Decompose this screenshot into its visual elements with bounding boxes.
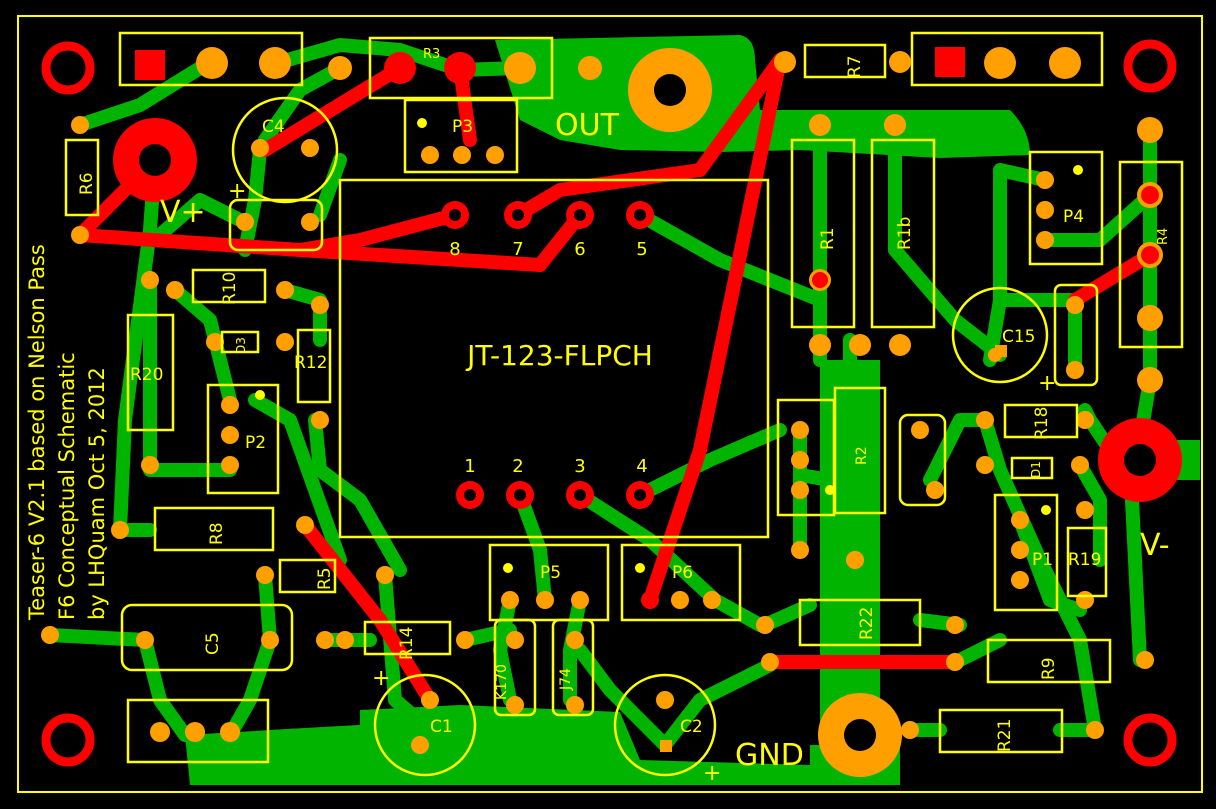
label-c5: C5 <box>203 632 223 655</box>
label-r9: R9 <box>1039 657 1059 680</box>
pin-label-7: 7 <box>512 239 523 260</box>
out-label: OUT <box>555 108 620 143</box>
label-r5: R5 <box>315 567 335 590</box>
label-c1: C1 <box>430 717 453 737</box>
pin-label-5: 5 <box>636 239 647 260</box>
gnd-label: GND <box>735 738 804 773</box>
label-j74: J74 <box>558 668 574 691</box>
label-r3: R3 <box>423 47 440 62</box>
svg-text:+: + <box>228 179 246 204</box>
svg-text:+: + <box>703 761 721 786</box>
label-r6: R6 <box>77 172 97 195</box>
silkscreen <box>64 43 1184 777</box>
polarity-marks: + + + + <box>228 179 1056 786</box>
ic-outline <box>338 178 770 539</box>
label-r10: R10 <box>220 272 240 305</box>
pad-red-small <box>391 59 1159 609</box>
small-pads <box>41 51 1163 754</box>
side-text-line-2: F6 Conceptual Schematic <box>55 352 79 620</box>
pin-label-8: 8 <box>449 239 460 260</box>
label-r12: R12 <box>294 353 327 373</box>
label-r19: R19 <box>1068 550 1101 570</box>
label-r1b: R1b <box>895 217 915 250</box>
vplus-label: V+ <box>160 195 206 230</box>
label-p1: P1 <box>1032 550 1053 570</box>
component-labels: R3 P3 C4 R6 R7 R1 R1b R4 P4 C15 R18 D1 R… <box>77 47 1171 752</box>
pin-label-6: 6 <box>574 239 585 260</box>
label-r18: R18 <box>1032 407 1052 440</box>
label-r21: R21 <box>995 719 1015 752</box>
label-r2: R2 <box>854 446 870 465</box>
label-r8: R8 <box>207 522 227 545</box>
side-text: Teaser-6 V2.1 based on Nelson Pass F6 Co… <box>25 244 109 621</box>
side-text-line-3: by LHQuam Oct 5, 2012 <box>85 367 109 620</box>
label-c2: C2 <box>680 717 703 737</box>
label-r7: R7 <box>845 55 865 78</box>
label-r1: R1 <box>818 227 838 250</box>
label-r4: R4 <box>1156 228 1171 245</box>
pin-label-2: 2 <box>512 456 523 477</box>
pin-label-4: 4 <box>636 456 647 477</box>
label-p2: P2 <box>245 433 266 453</box>
label-p6: P6 <box>672 563 693 583</box>
vminus-label: V- <box>1140 528 1170 563</box>
label-k170: K170 <box>494 664 510 700</box>
label-r22: R22 <box>857 607 877 640</box>
svg-text:+: + <box>1038 371 1056 396</box>
label-d3: D3 <box>234 337 248 354</box>
label-r14: R14 <box>397 627 417 660</box>
ic-label: JT-123-FLPCH <box>465 339 653 372</box>
net-labels: OUT GND V+ V- <box>160 108 1170 773</box>
pin-labels: 1 2 3 4 5 6 7 8 <box>449 239 647 477</box>
power-pads <box>113 48 1182 777</box>
label-p5: P5 <box>540 563 561 583</box>
label-p4: P4 <box>1063 207 1084 227</box>
pin-label-1: 1 <box>464 456 475 477</box>
ic-pads <box>441 201 654 509</box>
side-text-line-1: Teaser-6 V2.1 based on Nelson Pass <box>25 244 49 621</box>
board-outline <box>17 15 1203 793</box>
svg-text:+: + <box>372 666 390 691</box>
label-c4: C4 <box>262 117 285 137</box>
mounting-holes <box>41 39 1177 767</box>
pin-label-3: 3 <box>574 456 585 477</box>
label-r20: R20 <box>130 365 163 385</box>
label-c15: C15 <box>1002 327 1036 347</box>
label-d1: D1 <box>1029 461 1043 478</box>
label-p3: P3 <box>452 117 473 137</box>
